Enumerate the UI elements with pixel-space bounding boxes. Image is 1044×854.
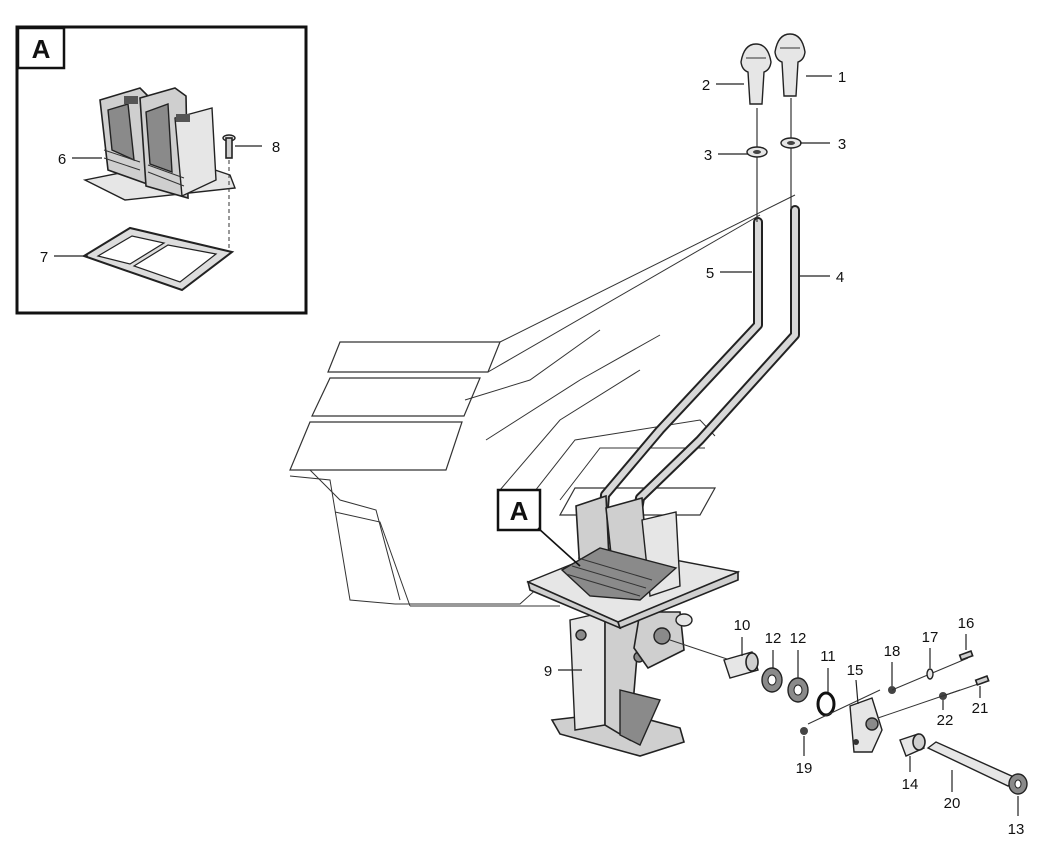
callout-7: 7 — [40, 249, 48, 266]
detail-badge: A — [32, 34, 51, 64]
detail-badge-frame — [16, 26, 66, 70]
view-a-marker: A — [496, 488, 581, 567]
callout-21: 21 — [972, 700, 989, 717]
part-17 — [926, 668, 934, 680]
callout-4: 4 — [836, 269, 844, 286]
callout-3-right: 3 — [838, 136, 846, 153]
callout-labels: 1 2 3 3 4 5 9 10 12 12 11 15 18 17 16 21… — [544, 69, 1025, 838]
console-dust-boots — [560, 494, 681, 601]
callout-19: 19 — [796, 760, 813, 777]
callout-1: 1 — [838, 69, 846, 86]
detail-inset-a: A 6 8 7 — [15, 25, 308, 315]
cab-floor-outline — [289, 194, 796, 607]
callout-12-left: 12 — [765, 630, 782, 647]
part-21 — [974, 675, 990, 686]
gasket-part — [81, 226, 235, 292]
callout-10: 10 — [734, 617, 751, 634]
pivot-hardware — [669, 639, 1028, 795]
part-19 — [800, 727, 808, 735]
callout-9: 9 — [544, 663, 552, 680]
callout-3-left: 3 — [704, 147, 712, 164]
callout-15: 15 — [847, 662, 864, 679]
callout-11: 11 — [820, 648, 836, 665]
view-badge: A — [510, 496, 529, 526]
callout-5: 5 — [706, 265, 714, 282]
callout-17: 17 — [922, 629, 939, 646]
callout-8: 8 — [272, 139, 280, 156]
lever-knob-1 — [774, 33, 806, 97]
callout-14: 14 — [902, 776, 919, 793]
callout-6: 6 — [58, 151, 66, 168]
callout-13: 13 — [1008, 821, 1025, 838]
callout-22: 22 — [937, 712, 954, 729]
part-16 — [958, 650, 974, 661]
callout-16: 16 — [958, 615, 975, 632]
dust-boot-assembly — [82, 87, 236, 201]
callout-2: 2 — [702, 77, 710, 94]
bolt-part — [222, 134, 236, 252]
callout-20: 20 — [944, 795, 961, 812]
callout-12-right: 12 — [790, 630, 807, 647]
lever-knob-2 — [740, 43, 772, 105]
callout-18: 18 — [884, 643, 901, 660]
